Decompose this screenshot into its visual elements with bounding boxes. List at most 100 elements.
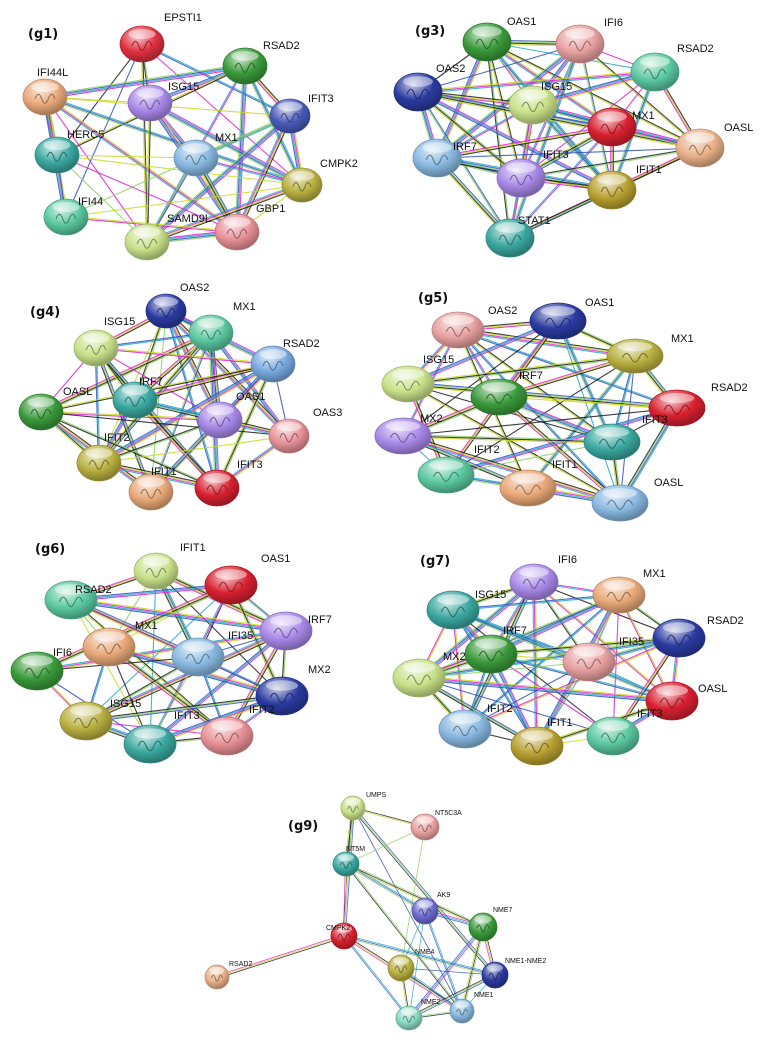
node-highlight xyxy=(392,957,410,965)
node-highlight xyxy=(265,680,299,691)
node-sphere xyxy=(508,85,558,125)
protein-structure-icon xyxy=(643,68,667,80)
node-ifi35 xyxy=(171,637,225,677)
node-label: HERC5 xyxy=(67,129,104,141)
edge-line xyxy=(217,936,345,979)
node-label: IFIT3 xyxy=(637,708,663,720)
panel-label: (g1) xyxy=(28,27,58,42)
edge-line xyxy=(166,310,219,488)
edge-line xyxy=(352,807,496,976)
node-highlight xyxy=(416,900,434,908)
node-sphere xyxy=(255,676,309,716)
node-label: STAT1 xyxy=(518,215,551,227)
edge-line xyxy=(418,581,534,678)
node-label: IFIT3 xyxy=(642,414,668,426)
edge-line xyxy=(345,864,483,929)
edge-line xyxy=(437,127,613,160)
node-label: MX1 xyxy=(632,110,655,122)
node-highlight xyxy=(602,488,638,499)
edge-line xyxy=(464,594,619,729)
edge-line xyxy=(66,215,238,232)
edge-line xyxy=(418,678,672,703)
node-oas3 xyxy=(268,418,310,454)
node-epsti1 xyxy=(119,25,165,63)
edge-line xyxy=(210,332,290,437)
edge-line xyxy=(417,43,581,93)
edge-line xyxy=(435,42,580,157)
node-isg15 xyxy=(127,84,173,122)
node-sphere xyxy=(204,964,230,990)
node-sphere xyxy=(268,418,310,454)
protein-structure-icon xyxy=(279,432,299,443)
edge-line xyxy=(452,610,672,703)
edge-line xyxy=(70,584,232,601)
node-label: ISG15 xyxy=(110,698,141,710)
node-highlight xyxy=(27,397,55,408)
node-highlight xyxy=(400,1008,418,1015)
edge-line xyxy=(235,115,290,232)
node-label: IRF7 xyxy=(139,376,163,388)
edge-line xyxy=(147,116,291,243)
node-ifi35 xyxy=(562,642,616,682)
protein-structure-icon xyxy=(214,732,240,744)
node-highlight xyxy=(121,385,149,396)
node-highlight xyxy=(52,202,80,213)
edge-line xyxy=(36,629,286,671)
node-label: OASL xyxy=(724,122,753,134)
node-highlight xyxy=(572,646,606,657)
edge-line xyxy=(149,630,287,745)
node-ifi6 xyxy=(509,563,559,601)
node-rsad2 xyxy=(44,580,98,620)
protein-structure-icon xyxy=(576,658,602,670)
edge-line xyxy=(134,399,218,489)
node-ifit3 xyxy=(586,716,640,756)
edge-line xyxy=(402,437,620,506)
edge-line xyxy=(487,41,512,238)
node-sphere xyxy=(591,484,649,522)
protein-structure-icon xyxy=(440,606,466,618)
edge-line xyxy=(436,126,613,159)
node-sphere xyxy=(529,302,587,340)
edge-line xyxy=(134,363,274,401)
node-sphere xyxy=(250,345,296,383)
node-ifit1 xyxy=(587,170,637,210)
node-oas1 xyxy=(204,565,258,605)
node-label: IFIT1 xyxy=(151,466,177,478)
protein-structure-icon xyxy=(292,181,312,192)
protein-structure-icon xyxy=(509,174,533,186)
protein-structure-icon xyxy=(140,488,162,499)
node-highlight xyxy=(20,655,54,666)
node-highlight xyxy=(597,174,627,185)
edge-line xyxy=(146,183,302,242)
edge-line xyxy=(403,434,613,442)
protein-structure-icon xyxy=(211,974,223,982)
node-oasl xyxy=(645,681,699,721)
node-sphere xyxy=(645,681,699,721)
edge-line xyxy=(418,679,672,704)
edge-line xyxy=(70,599,151,745)
edge-line xyxy=(418,90,523,178)
node-label: OAS1 xyxy=(236,391,265,403)
node-highlight xyxy=(472,26,502,37)
node-highlight xyxy=(640,56,670,67)
node-sphere xyxy=(44,580,98,620)
edge-line xyxy=(557,320,613,443)
edge-line xyxy=(419,675,673,700)
edge-line xyxy=(580,43,701,148)
edge-line xyxy=(71,599,228,736)
edge-line xyxy=(558,320,614,442)
node-highlight xyxy=(197,318,225,329)
protein-structure-icon xyxy=(406,88,430,100)
edge-line xyxy=(345,826,426,865)
node-highlight xyxy=(597,111,627,122)
node-sphere xyxy=(393,72,443,112)
edge-line xyxy=(510,44,582,239)
node-label: OASL xyxy=(698,683,727,695)
node-label: MX1 xyxy=(671,333,694,345)
node-sphere xyxy=(123,724,177,764)
node-sphere xyxy=(34,136,80,174)
node-label: MX2 xyxy=(443,651,466,663)
edge-line xyxy=(419,582,535,679)
edge-line xyxy=(486,41,613,128)
